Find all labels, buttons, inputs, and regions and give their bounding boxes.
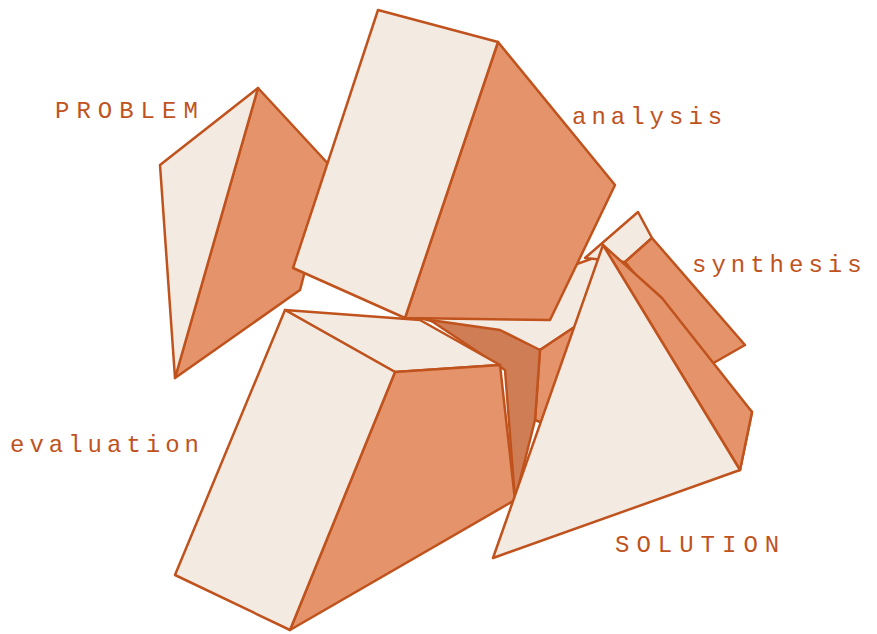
- evaluation-face: [175, 310, 395, 630]
- stage-label: synthesis: [692, 252, 867, 280]
- stage-label: analysis: [572, 104, 727, 132]
- solution-face: [493, 245, 740, 558]
- analysis-face: [293, 10, 498, 318]
- stage-label: PROBLEM: [55, 98, 205, 126]
- stage-label: evaluation: [10, 432, 204, 460]
- problem-face: [160, 88, 258, 378]
- stage-label: SOLUTION: [615, 532, 786, 560]
